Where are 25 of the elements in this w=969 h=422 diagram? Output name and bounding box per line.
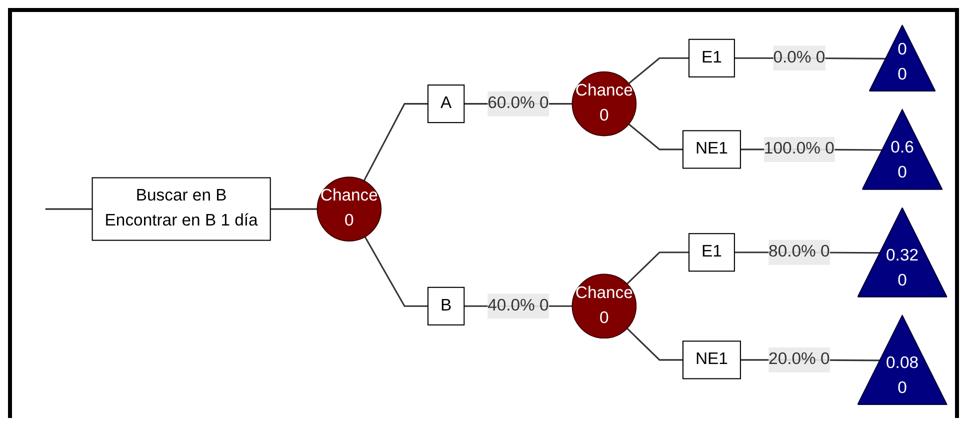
node-circle <box>572 72 637 136</box>
connector <box>626 328 683 361</box>
connector <box>45 208 92 210</box>
edge-label: 80.0% 0 <box>768 243 830 261</box>
connector <box>363 103 428 182</box>
node-box <box>688 39 735 78</box>
node-box <box>682 340 741 380</box>
node-circle <box>572 274 637 339</box>
connector <box>364 236 428 308</box>
connector <box>628 58 689 84</box>
node-box <box>92 177 271 241</box>
edge-label: 100.0% 0 <box>764 140 834 158</box>
connector <box>628 124 683 150</box>
edge-label: 0.0% 0 <box>773 48 826 67</box>
edge-label: 20.0% 0 <box>768 350 830 368</box>
edge-label: 40.0% 0 <box>488 296 549 315</box>
node-box <box>688 233 735 272</box>
edge-label: 60.0% 0 <box>488 94 549 112</box>
node-box <box>427 84 465 124</box>
connector <box>270 208 318 210</box>
connector <box>626 252 689 285</box>
node-box <box>427 287 465 326</box>
node-box <box>682 130 741 169</box>
diagram-frame: 60.0% 0 40.0% 0 0.0% 0 100.0% 0 80.0% 0 20.0% 0 Buscar en B Encontrar en B 1 día Chance 0 A B Chance 0 Chance 0 E1 NE1 E1 NE1 0 0 0.6 0 0.32 0 0.08 0 <box>8 8 959 418</box>
node-circle <box>316 176 382 242</box>
